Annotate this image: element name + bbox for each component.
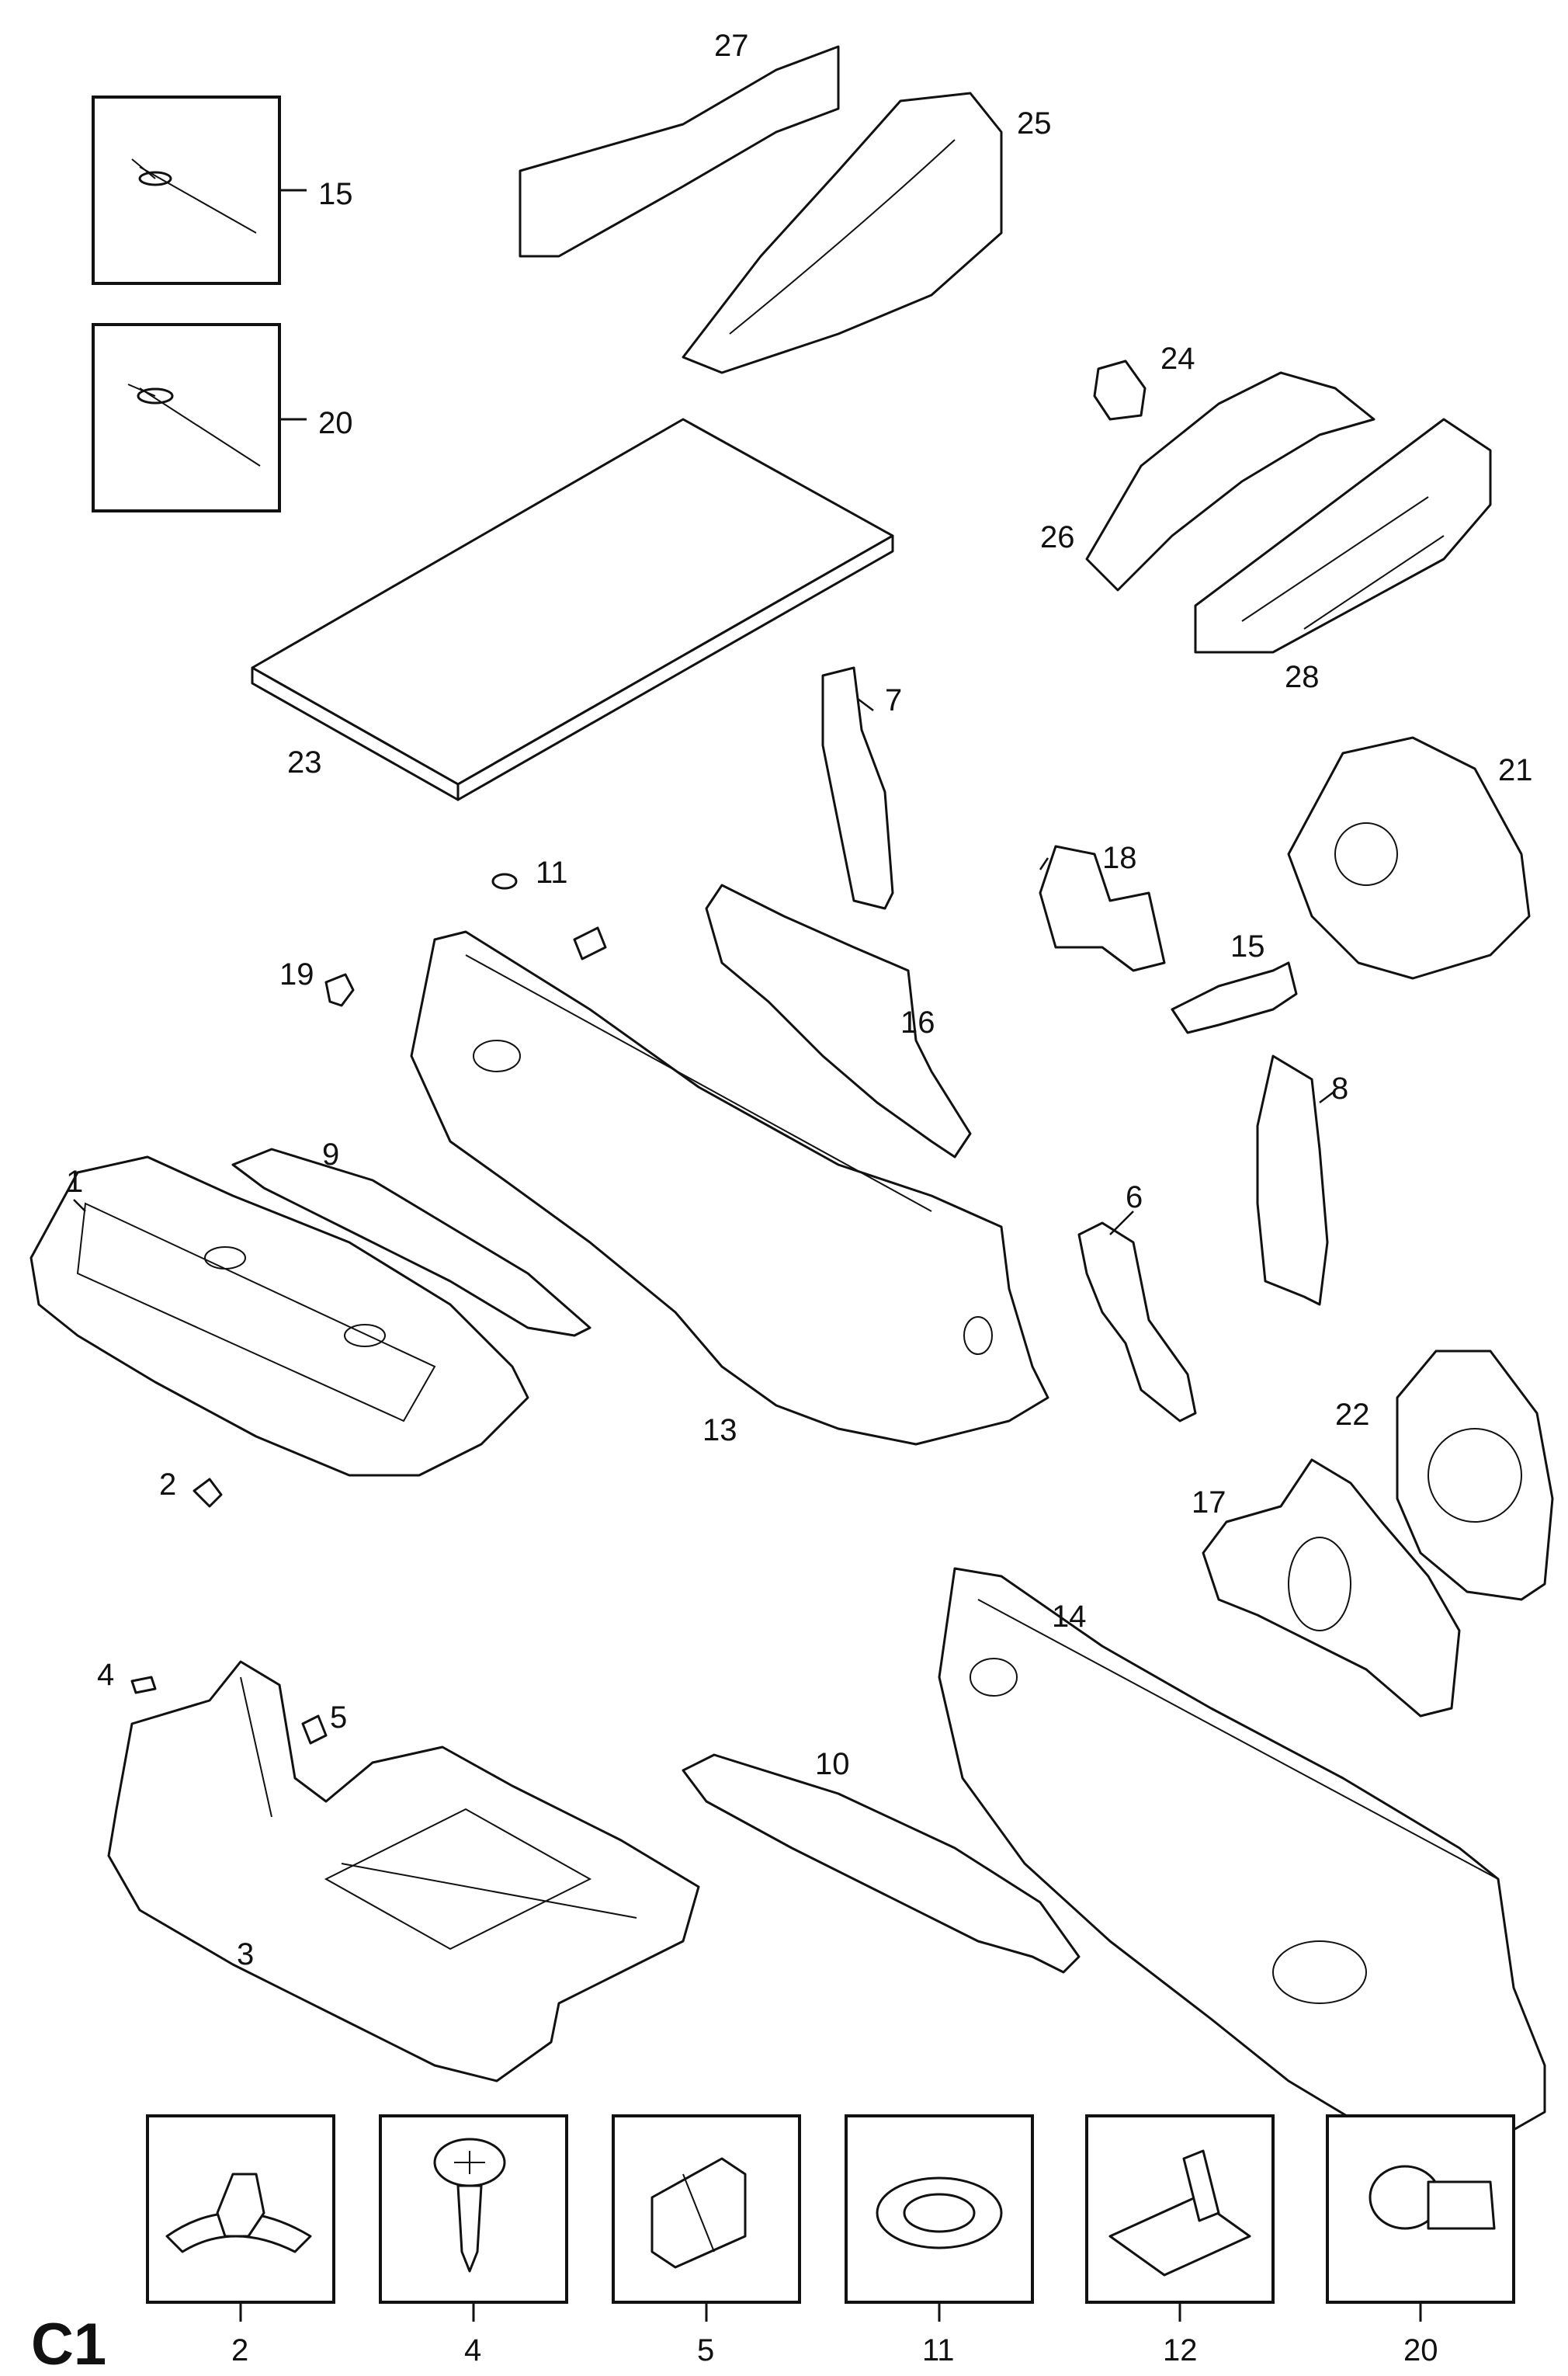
- fastener-box-16[interactable]: [92, 96, 307, 285]
- callout-17: 16: [900, 1006, 935, 1040]
- callout-28: 27: [714, 29, 749, 63]
- part-26[interactable]: [682, 92, 1003, 374]
- callout-15: 15: [1230, 929, 1265, 964]
- part-25[interactable]: [1093, 360, 1147, 421]
- callout-26: 25: [1017, 106, 1052, 141]
- callout-23: 22: [1335, 1398, 1370, 1432]
- callout-27: 26: [1040, 520, 1075, 554]
- callout-4: 4: [97, 1658, 114, 1692]
- callout-18: 17: [1192, 1485, 1226, 1520]
- part-22[interactable]: [1287, 736, 1531, 980]
- part-4[interactable]: [130, 1676, 157, 1694]
- section-code: C1: [31, 2312, 106, 2376]
- part-5[interactable]: [301, 1714, 328, 1745]
- part-2[interactable]: [193, 1478, 223, 1508]
- part-1[interactable]: [29, 1155, 529, 1477]
- detail-label-2: 2: [231, 2333, 248, 2367]
- part-10[interactable]: [682, 1753, 1081, 1974]
- part-29[interactable]: [1194, 418, 1492, 654]
- detail-label-20: 20: [1403, 2333, 1438, 2367]
- callout-16: 15: [318, 177, 353, 211]
- callout-13: 13: [702, 1413, 737, 1447]
- callout-20: 19: [279, 957, 314, 992]
- part-8[interactable]: [1256, 1054, 1329, 1306]
- detail-box-11[interactable]: [845, 2114, 1034, 2304]
- callout-24: 23: [287, 745, 322, 780]
- part-17[interactable]: [705, 884, 972, 1158]
- part-6[interactable]: [1077, 1221, 1197, 1422]
- callout-3: 3: [237, 1937, 254, 1971]
- callout-1: 1: [66, 1165, 83, 1199]
- callout-10: 10: [815, 1747, 850, 1781]
- callout-5: 5: [330, 1700, 347, 1735]
- callout-labels: 27 25 15 20 24 26 28 7 23 21 18 11 19 15…: [66, 29, 1533, 1971]
- callout-11: 11: [536, 856, 568, 890]
- callout-22: 21: [1498, 753, 1533, 787]
- part-20[interactable]: [324, 973, 355, 1007]
- part-14[interactable]: [938, 1567, 1546, 2152]
- callout-8: 8: [1331, 1072, 1348, 1106]
- part-3[interactable]: [107, 1660, 700, 2082]
- callout-25: 24: [1160, 342, 1195, 376]
- detail-row: [146, 2114, 1515, 2304]
- callout-21: 20: [318, 406, 353, 440]
- part-7[interactable]: [821, 666, 894, 910]
- detail-label-11: 11: [922, 2333, 955, 2367]
- callout-6: 6: [1126, 1180, 1143, 1214]
- part-27[interactable]: [1085, 371, 1375, 592]
- part-23[interactable]: [1396, 1350, 1554, 1601]
- detail-label-4: 4: [464, 2333, 481, 2367]
- fastener-box-21[interactable]: [92, 323, 307, 512]
- detail-label-12: 12: [1163, 2333, 1198, 2367]
- callout-2: 2: [159, 1468, 176, 1502]
- part-9[interactable]: [231, 1148, 591, 1337]
- callout-14: 14: [1052, 1600, 1087, 1634]
- part-11[interactable]: [491, 873, 518, 890]
- callout-7: 7: [885, 683, 902, 717]
- detail-box-20[interactable]: [1326, 2114, 1515, 2304]
- detail-box-12[interactable]: [1085, 2114, 1275, 2304]
- part-18[interactable]: [1202, 1458, 1461, 1718]
- part-19[interactable]: [1039, 845, 1166, 972]
- detail-box-5[interactable]: [612, 2114, 801, 2304]
- part-15[interactable]: [1171, 961, 1298, 1034]
- part-28[interactable]: [519, 45, 840, 258]
- detail-labels: 2 4 5 11 12 20: [231, 2333, 1438, 2367]
- detail-label-5: 5: [697, 2333, 714, 2367]
- callout-29: 28: [1285, 660, 1320, 694]
- callout-19: 18: [1102, 841, 1137, 875]
- part-13[interactable]: [410, 930, 1049, 1446]
- detail-box-4[interactable]: [379, 2114, 568, 2304]
- detail-box-2[interactable]: [146, 2114, 335, 2304]
- part-11-clip[interactable]: [573, 926, 607, 960]
- callout-9: 9: [322, 1138, 339, 1172]
